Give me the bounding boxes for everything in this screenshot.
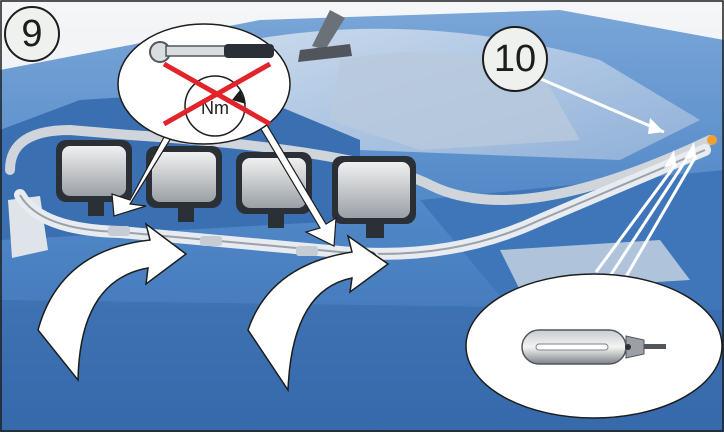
step-10-badge: 10 bbox=[482, 26, 548, 92]
screwdriver-callout bbox=[466, 274, 722, 418]
clip-3 bbox=[296, 246, 318, 256]
step-9-number: 9 bbox=[21, 13, 42, 56]
step-10-number: 10 bbox=[494, 38, 536, 81]
step-9-badge: 9 bbox=[4, 6, 60, 62]
connector-led bbox=[707, 135, 717, 145]
clip-1 bbox=[108, 226, 130, 236]
clip-2 bbox=[200, 236, 222, 246]
